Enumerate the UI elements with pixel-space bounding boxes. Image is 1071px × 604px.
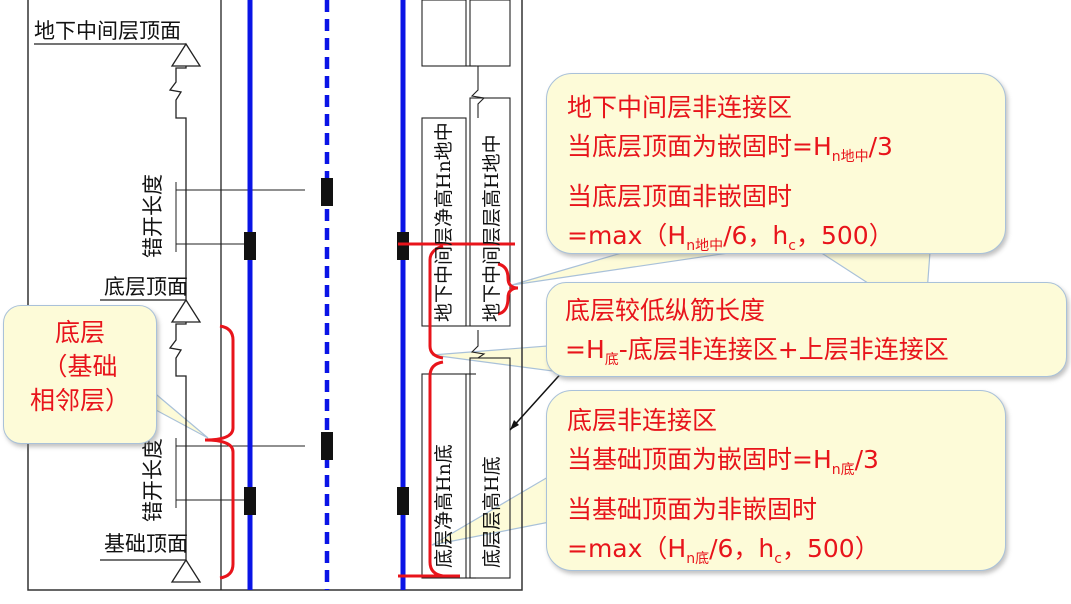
callout-mid-nonfixed: 当底层顶面非嵌固时 [567,182,793,211]
label-base-story-height: 底层层高H底 [481,456,503,568]
callout-base-floor: 底层 （基础 相邻层） [3,305,157,444]
arrow-to-base-story [509,368,566,431]
label-mid-clear-height: 地下中间层净高Hn地中 [433,122,455,322]
frame-left-edge [27,0,523,591]
callout-base-title: 底层非连接区 [567,406,718,435]
callout-mid-non-connection-zone: 地下中间层非连接区 当底层顶面为嵌固时=Hn地中/3 当底层顶面非嵌固时 =ma… [546,73,1006,254]
stagger-dimensions [175,182,305,508]
callout-lower-title: 底层较低纵筋长度 [565,296,766,325]
label-stagger-length-lower: 错开长度 [141,438,165,522]
callout-base-fixed: 当基础顶面为嵌固时=Hn底/3 [567,445,879,478]
label-base-clear-height: 底层净高Hn底 [433,444,455,568]
callout-mid-fixed: 当底层顶面为嵌固时=Hn地中/3 [567,132,893,165]
label-foundation-top: 基础顶面 [104,532,188,556]
callout-lower-bar-length: 底层较低纵筋长度 =H底-底层非连接区+上层非连接区 [546,282,1067,377]
callout-mid-formula: =max（Hn地中/6，hc，500） [567,221,894,254]
callout-base-nonfixed: 当基础顶面为非嵌固时 [567,495,818,524]
callout-base-non-connection-zone: 底层非连接区 当基础顶面为嵌固时=Hn底/3 当基础顶面为非嵌固时 =max（H… [546,390,1006,571]
callout-floor-line1: 底层 [54,318,105,347]
callout-mid-title: 地下中间层非连接区 [567,93,793,122]
label-mid-floor-top: 地下中间层顶面 [34,19,181,43]
rebar-couplers [244,178,409,515]
height-dimension-grid [421,0,511,579]
building-outline [34,0,222,590]
label-stagger-length-upper: 错开长度 [141,174,165,258]
callout-lower-formula: =H底-底层非连接区+上层非连接区 [565,335,949,368]
non-connection-markers [204,242,519,580]
arrow-head [510,420,519,430]
callout-floor-line3: 相邻层） [29,386,130,415]
label-mid-story-height: 地下中间层层高H地中 [481,134,503,322]
label-ground-floor-top: 底层顶面 [104,275,188,299]
callout-floor-line2: （基础 [42,352,118,381]
callout-base-formula: =max（Hn底/6，hc，500） [567,534,880,567]
